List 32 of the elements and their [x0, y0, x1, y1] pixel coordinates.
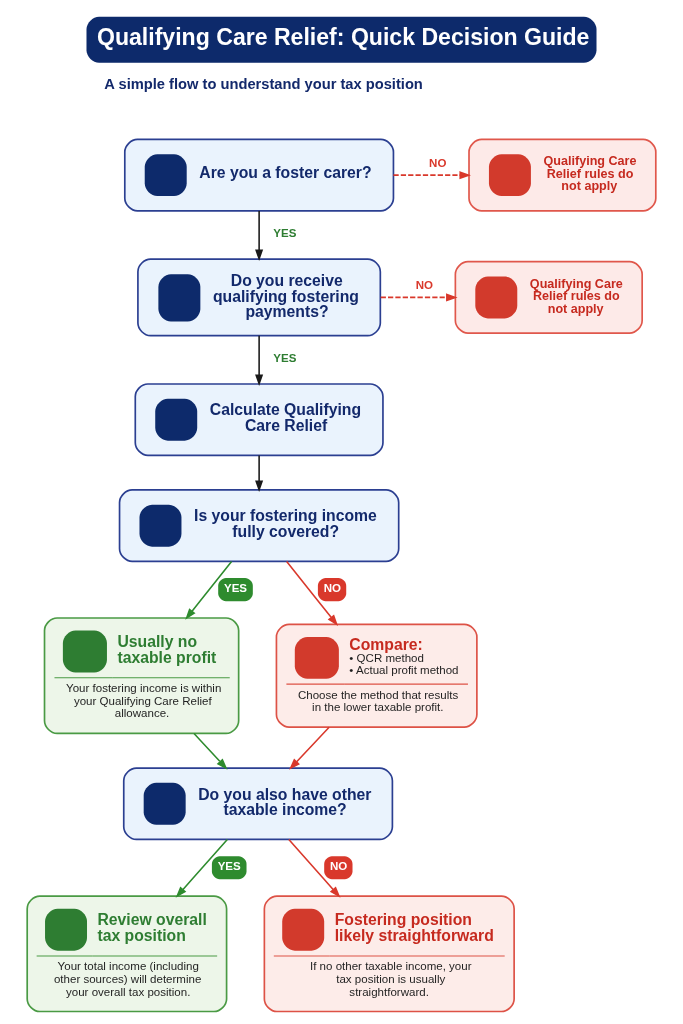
node-box: Qualifying Care Relief rules do not apply	[468, 138, 657, 212]
arrow	[175, 838, 229, 898]
arrow	[288, 838, 341, 898]
node-box: Do you also have other taxable income?	[122, 767, 394, 841]
arrow	[285, 560, 339, 627]
node-box: Review overall tax position Your total income (including other sources) will determine your overall tax position.	[26, 895, 228, 1013]
arrow	[255, 335, 264, 387]
diagram-title: Qualifying Care Relief: Quick Decision Guide	[96, 23, 590, 50]
node-box: Is your fostering income fully covered?	[118, 489, 400, 563]
label: A simple flow to understand your tax position	[104, 75, 423, 92]
edge-label: YES	[273, 226, 297, 239]
node-box: Are you a foster carer?	[123, 138, 395, 212]
edge-label: NO	[323, 581, 341, 594]
edge-label: YES	[217, 859, 241, 872]
edge-label: YES	[223, 581, 248, 594]
arrow	[255, 210, 264, 262]
arrow	[289, 726, 330, 770]
node-box: Usually no taxable profit Your fostering income is within your Qualifying Care Relief allowance.	[43, 617, 240, 735]
arrow	[392, 171, 471, 180]
node-box: Do you receive qualifying fostering payments?	[137, 258, 382, 337]
edge-label: NO	[329, 859, 348, 872]
edge-label: YES	[273, 351, 297, 364]
arrow	[255, 454, 264, 492]
edge-label: NO	[429, 156, 447, 169]
node-box: Compare: • QCR method • Actual profit method Choose the method that results in the lower taxable profit.	[275, 623, 478, 728]
arrow	[379, 293, 458, 302]
arrow	[193, 732, 228, 770]
node-box: Calculate Qualifying Care Relief	[134, 383, 384, 457]
node-box: Qualifying Care Relief rules do not apply	[454, 260, 643, 334]
arrow	[185, 560, 233, 620]
edge-label: NO	[415, 278, 434, 291]
node-box: Fostering position likely straightforward If no other taxable income, your tax position is usually straightforward.	[263, 895, 515, 1013]
